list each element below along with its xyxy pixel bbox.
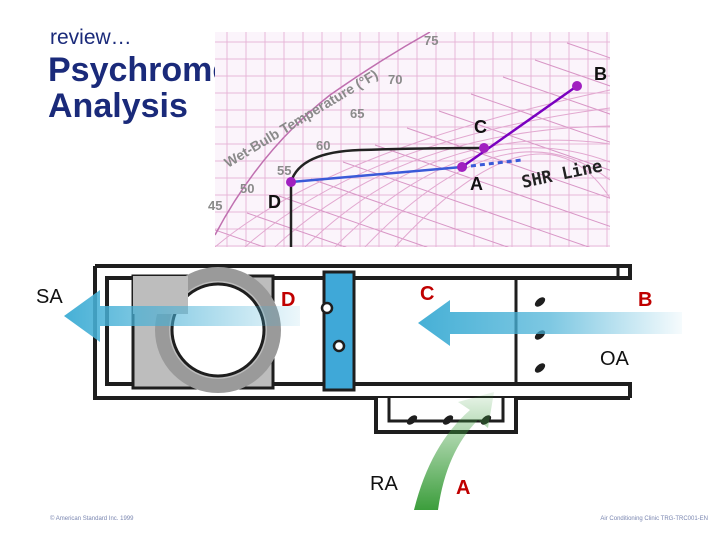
damper-blade-icon bbox=[442, 415, 454, 425]
wet-bulb-line bbox=[342, 161, 591, 247]
wet-bulb-line bbox=[470, 93, 610, 143]
damper-blade-icon bbox=[406, 415, 418, 425]
point-a-marker bbox=[457, 162, 467, 172]
psychrometric-chart bbox=[215, 9, 720, 247]
humidity-curve bbox=[334, 147, 610, 247]
wet-bulb-line bbox=[599, 26, 720, 116]
shr-dashed-line bbox=[461, 158, 523, 169]
slide-subtitle: review… bbox=[50, 26, 132, 49]
chart-grid-vertical bbox=[226, 32, 608, 247]
label-oa: OA bbox=[600, 348, 630, 370]
wet-bulb-line bbox=[406, 127, 610, 199]
coil-header-1-icon bbox=[320, 301, 334, 315]
humidity-curves bbox=[215, 89, 610, 247]
coil-process-curve bbox=[289, 146, 485, 183]
saturation-curve bbox=[215, 32, 431, 236]
chart-label-b: B bbox=[594, 64, 607, 84]
humidity-curve bbox=[394, 153, 610, 247]
footer-course: Air Conditioning Clinic TRG-TRC001-EN bbox=[600, 516, 708, 522]
chart-label-c: C bbox=[474, 117, 487, 137]
humidity-curve bbox=[244, 107, 610, 247]
point-c-marker bbox=[479, 143, 489, 153]
damper-blade-shape bbox=[534, 363, 546, 373]
damper-blade-shape bbox=[534, 297, 546, 307]
coil-header-2-icon bbox=[332, 339, 346, 353]
unit-label-d: D bbox=[281, 289, 295, 311]
wet-bulb-line bbox=[215, 229, 266, 247]
unit-label-c: C bbox=[420, 283, 434, 305]
chart-label-a: A bbox=[470, 174, 483, 194]
wet-bulb-line bbox=[278, 195, 428, 247]
temp-label-45: 45 bbox=[208, 198, 222, 213]
wet-bulb-line bbox=[631, 9, 720, 99]
unit-label-a: A bbox=[456, 477, 470, 499]
point-b-marker bbox=[572, 81, 582, 91]
damper-blade-icon bbox=[534, 363, 546, 373]
humidity-curve bbox=[274, 125, 610, 247]
air-handling-unit bbox=[93, 264, 632, 434]
temp-label-50: 50 bbox=[240, 181, 254, 196]
supply-air-arrow bbox=[64, 290, 300, 342]
return-air-duct bbox=[374, 398, 518, 434]
chart-background bbox=[215, 32, 610, 247]
humidity-curve bbox=[364, 151, 610, 247]
label-sa: SA bbox=[36, 286, 63, 308]
temp-label-55: 55 bbox=[277, 163, 291, 178]
unit-label-b: B bbox=[638, 289, 652, 311]
chart-label-d: D bbox=[268, 192, 281, 212]
supply-line bbox=[290, 165, 463, 184]
humidity-curve bbox=[304, 139, 610, 247]
wet-bulb-line bbox=[374, 144, 610, 227]
humidity-curve bbox=[215, 89, 610, 247]
temp-label-60: 60 bbox=[316, 138, 330, 153]
mixing-line bbox=[461, 84, 578, 169]
damper-blade-shape bbox=[442, 415, 454, 425]
outdoor-air-arrow bbox=[418, 300, 682, 346]
temp-label-70: 70 bbox=[388, 72, 402, 87]
cooling-coil bbox=[322, 270, 356, 392]
fan-scroll bbox=[155, 267, 281, 393]
return-air-arrow bbox=[414, 392, 494, 510]
temp-label-75: 75 bbox=[424, 33, 438, 48]
damper-blade-shape bbox=[406, 415, 418, 425]
title-line-2: Analysis bbox=[48, 87, 188, 125]
footer-copyright: © American Standard Inc. 1999 bbox=[50, 516, 134, 522]
temp-label-65: 65 bbox=[350, 106, 364, 121]
wet-bulb-line bbox=[438, 110, 610, 171]
point-d-marker bbox=[286, 177, 296, 187]
wet-bulb-line bbox=[502, 76, 610, 115]
wet-bulb-line bbox=[534, 59, 610, 87]
wet-bulb-line bbox=[310, 178, 509, 247]
damper-blade-icon bbox=[534, 297, 546, 307]
label-ra: RA bbox=[370, 473, 398, 495]
